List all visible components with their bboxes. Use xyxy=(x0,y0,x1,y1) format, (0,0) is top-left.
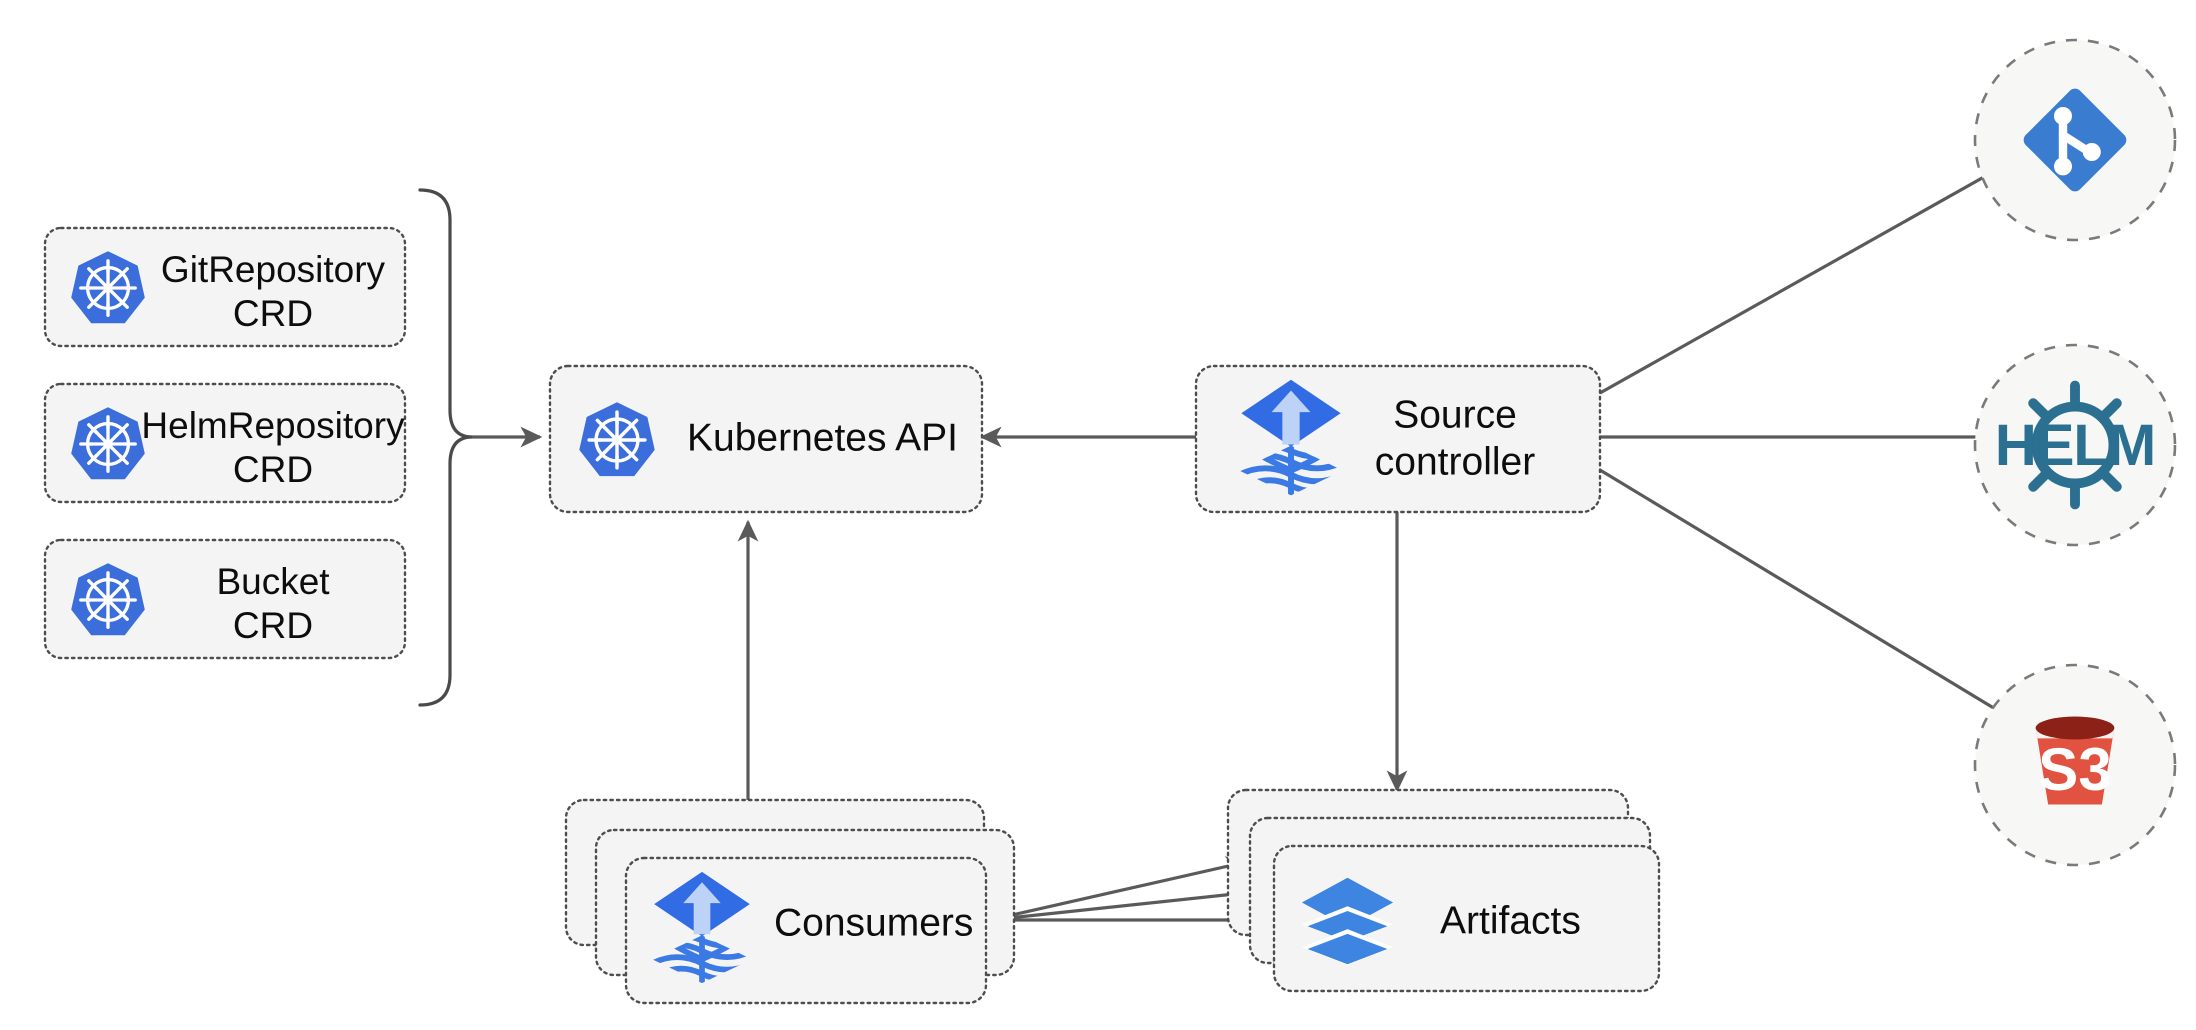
node-artifacts-label: Artifacts xyxy=(1440,899,1581,942)
node-source-controller[interactable]: Source controller xyxy=(1194,364,1602,514)
source-node-helm-label: HELM xyxy=(1995,413,2155,478)
crd-card-helmrepository-line2: CRD xyxy=(233,449,313,490)
crd-card-gitrepository-line1: GitRepository xyxy=(161,249,386,290)
edge-source-controller-to-git xyxy=(1599,153,2026,395)
crd-group-brace xyxy=(418,188,474,707)
node-artifacts[interactable]: Artifacts xyxy=(1226,788,1661,993)
source-node-helm[interactable]: HELM xyxy=(1973,343,2177,547)
edge-consumers-to-artifacts-2 xyxy=(989,881,1275,922)
node-consumers[interactable]: Consumers xyxy=(564,798,1016,1005)
crd-card-gitrepository[interactable]: GitRepository CRD xyxy=(43,226,407,348)
crd-card-helmrepository-bg xyxy=(43,382,407,504)
source-node-s3[interactable]: S3 xyxy=(1973,663,2177,867)
node-source-controller-bg xyxy=(1194,364,1602,514)
node-source-controller-line1: Source xyxy=(1393,393,1517,436)
crd-card-bucket[interactable]: Bucket CRD xyxy=(43,538,407,660)
edge-source-controller-to-s3 xyxy=(1599,468,2032,732)
node-kubernetes-api-bg xyxy=(548,364,984,514)
crd-card-helmrepository[interactable]: HelmRepository CRD xyxy=(43,382,407,504)
source-node-helm-bg xyxy=(1973,343,2177,547)
crd-card-gitrepository-bg xyxy=(43,226,407,348)
crd-card-helmrepository-line1: HelmRepository xyxy=(141,405,405,446)
edges-layer xyxy=(418,153,2035,931)
crd-card-bucket-line2: CRD xyxy=(233,605,313,646)
node-kubernetes-api-label: Kubernetes API xyxy=(687,416,958,459)
node-source-controller-line2: controller xyxy=(1375,440,1535,483)
crd-card-bucket-line1: Bucket xyxy=(216,561,330,602)
crd-card-bucket-bg xyxy=(43,538,407,660)
crd-card-gitrepository-line2: CRD xyxy=(233,293,313,334)
node-kubernetes-api[interactable]: Kubernetes API xyxy=(548,364,984,514)
node-consumers-label: Consumers xyxy=(774,901,973,944)
source-node-git[interactable] xyxy=(1973,38,2177,242)
edge-consumers-to-artifacts-1 xyxy=(989,856,1249,922)
crd-group: GitRepository CRD HelmRepository CRD Buc… xyxy=(43,226,407,660)
source-node-s3-label: S3 xyxy=(2038,736,2111,803)
